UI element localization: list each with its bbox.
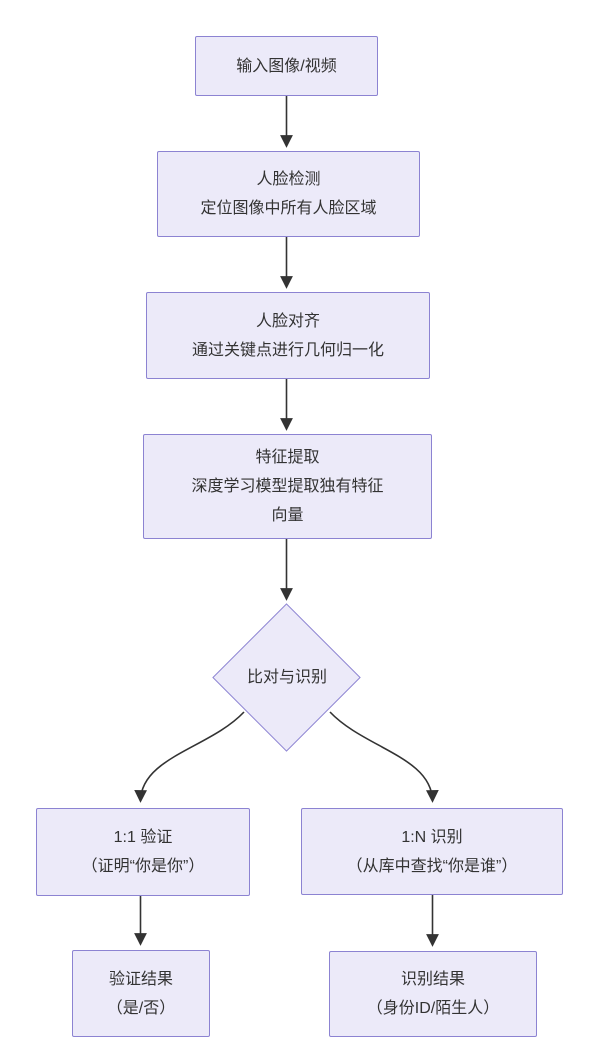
node-label-line: 向量 bbox=[271, 507, 304, 524]
node-label-line: 人脸对齐 bbox=[255, 312, 320, 330]
node-label-line: 识别结果 bbox=[400, 971, 465, 988]
node-input-label: 输入图像/视频 bbox=[236, 57, 337, 75]
node-label-line: 通过关键点进行几何归一化 bbox=[191, 341, 384, 359]
node-label-line: 人脸检测 bbox=[256, 171, 321, 188]
node-feature-extraction: 特征提取 深度学习模型提取独有特征 向量 bbox=[143, 434, 432, 539]
node-label-line: （身份ID/陌生人） bbox=[366, 1000, 500, 1017]
node-label-line: 验证结果 bbox=[108, 970, 173, 988]
node-label-line: 特征提取 bbox=[255, 449, 320, 466]
node-face-alignment: 人脸对齐 通过关键点进行几何归一化 bbox=[146, 292, 430, 379]
decision-label: 比对与识别 bbox=[246, 669, 327, 686]
node-input-image: 输入图像/视频 bbox=[195, 36, 378, 96]
node-1-1-verification: 1:1 验证 （证明“你是你”） bbox=[36, 808, 250, 896]
edge-decision-to-verify bbox=[134, 711, 245, 803]
node-label-line: 深度学习模型提取独有特征 bbox=[191, 478, 384, 495]
node-identification-result: 识别结果 （身份ID/陌生人） bbox=[329, 951, 537, 1037]
node-label-line: （证明“你是你”） bbox=[81, 858, 205, 875]
node-label-line: 1:1 验证 bbox=[113, 829, 173, 846]
node-label-line: 1:N 识别 bbox=[401, 828, 463, 846]
edge-decision-to-identify bbox=[329, 711, 439, 803]
node-face-detection: 人脸检测 定位图像中所有人脸区域 bbox=[157, 151, 420, 237]
node-1-n-identification: 1:N 识别 （从库中查找“你是谁”） bbox=[301, 808, 563, 895]
node-label-line: （从库中查找“你是谁”） bbox=[346, 857, 518, 875]
node-label-line: （是/否） bbox=[106, 999, 176, 1017]
node-verification-result: 验证结果 （是/否） bbox=[72, 950, 210, 1037]
node-label-line: 定位图像中所有人脸区域 bbox=[200, 200, 377, 217]
